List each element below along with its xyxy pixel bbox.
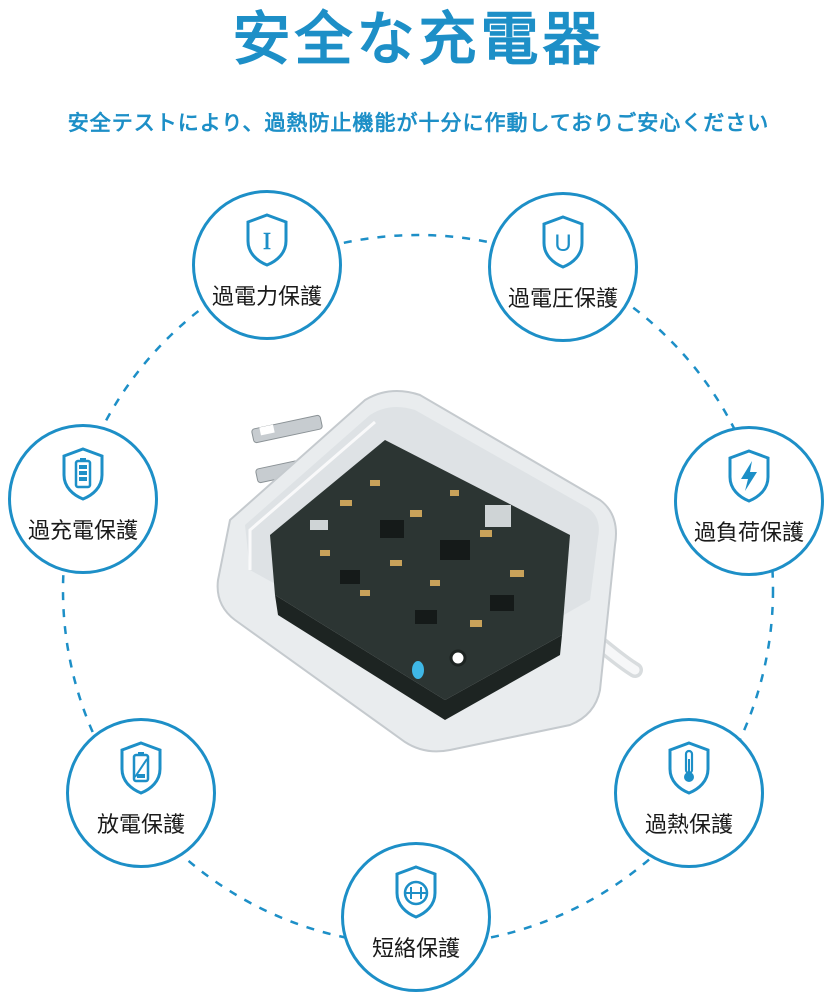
shield-letter-u-icon: U [542,215,584,269]
feature-overheat-protection: 過熱保護 [614,718,764,868]
shield-glyph: I [263,229,271,255]
feature-label: 過熱保護 [644,813,733,838]
charger-device-image [216,390,643,753]
shield-battery-full-icon [62,447,104,501]
feature-label: 過電圧保護 [507,287,618,312]
shield-battery-low-icon [120,741,162,795]
feature-overload-protection: 過負荷保護 [674,426,824,576]
feature-overcharge-protection: 過充電保護 [8,424,158,574]
page-subtitle: 安全テストにより、過熱防止機能が十分に作動しておりご安心ください [67,111,770,135]
shield-letter-i-icon: I [246,213,288,267]
shield-glyph: U [554,230,571,257]
feature-label: 短絡保護 [371,937,460,962]
feature-label: 過充電保護 [27,519,138,544]
feature-short-circuit-protection: 短絡保護 [341,842,491,992]
feature-overvoltage-protection: U 過電圧保護 [488,192,638,342]
feature-label: 過電力保護 [211,285,322,310]
page-title: 安全な充電器 [232,5,605,73]
shield-short-circuit-icon [395,865,437,919]
shield-lightning-icon [728,449,770,503]
feature-discharge-protection: 放電保護 [66,718,216,868]
feature-label: 過負荷保護 [693,521,804,546]
charger-led [412,661,424,679]
shield-thermometer-icon [668,741,710,795]
feature-overpower-protection: I 過電力保護 [192,190,342,340]
feature-label: 放電保護 [96,813,185,838]
